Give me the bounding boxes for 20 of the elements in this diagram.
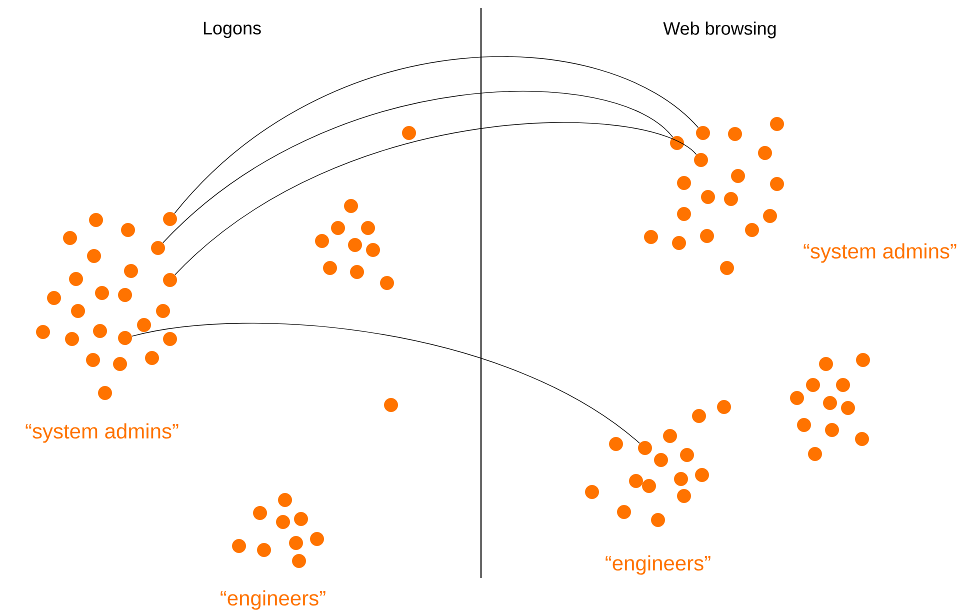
dot <box>694 153 708 167</box>
dot <box>384 398 398 412</box>
curved-line <box>162 91 674 244</box>
cluster-label: “system admins” <box>804 243 956 263</box>
dot <box>670 136 684 150</box>
curved-line <box>132 322 640 444</box>
cluster-label: “engineers” <box>606 555 710 575</box>
dot <box>151 241 165 255</box>
curved-line <box>174 56 699 214</box>
curved-line <box>174 122 697 276</box>
dot <box>638 440 652 455</box>
cluster-label: “system admins” <box>26 423 178 443</box>
dot <box>118 330 132 345</box>
dot <box>163 212 177 226</box>
cluster-label: “engineers” <box>220 590 326 610</box>
dot <box>163 272 177 287</box>
dot <box>696 126 710 140</box>
column-heading: Logons <box>204 22 261 38</box>
dot <box>402 126 416 140</box>
column-heading: Web browsing <box>663 22 776 38</box>
